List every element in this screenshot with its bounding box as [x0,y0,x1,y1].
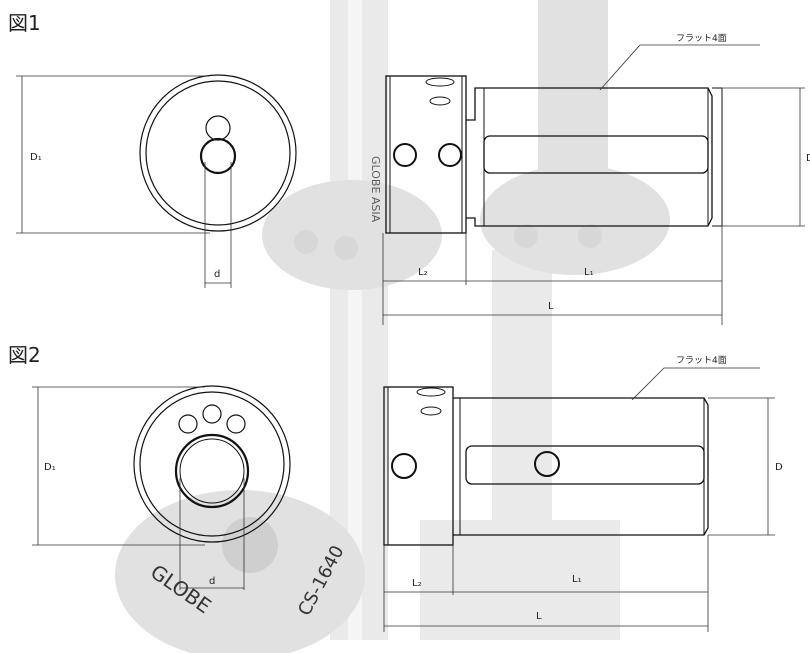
figure2-d1-label: D₁ [44,462,56,473]
photo-sleeve-left-highlight [348,0,362,640]
figure1-d-right-dimension: D [722,87,810,227]
figure2-l2-label: L₂ [412,578,422,589]
figure1-end-view [139,74,297,288]
figure2-l-label: L [536,611,542,622]
photo-hole-a [294,230,318,254]
photo-collar-left [262,180,442,290]
figure2-side-view [383,386,709,546]
photo-hole-c [514,224,538,248]
figure1-l-label: L [548,301,554,312]
photo-engraving-sleeve: GLOBE ASIA [369,156,382,223]
figure2-d-right-dimension: D [708,397,783,536]
figure1-side-view [385,75,723,234]
figure2-end-view [133,385,291,590]
photo-round-body [115,490,365,653]
photo-body-right [420,520,620,640]
figure2-d-right-label: D [775,462,783,473]
figure1-d-right-label: D [806,153,810,164]
figure1-title: 図1 [8,11,41,35]
figure2-d1-dimension: D₁ [32,386,205,546]
figure1-d1-dimension: D₁ [16,75,210,234]
figure1-flat-callout: フラット4面 [599,33,760,91]
photo-hole-b [334,236,358,260]
figure2-l1-label: L₁ [572,574,582,585]
figure1-d-dimension: d [205,269,231,284]
background-photo [115,0,670,653]
figure2-length-dimensions: L₂ L₁ L [383,535,709,632]
photo-hole-d [578,224,602,248]
photo-collar-right [480,165,670,275]
figure2-d-label: d [209,576,215,587]
figure2-d-dimension: d [180,576,244,589]
photo-round-hole [222,517,278,573]
figure2-flat-callout: フラット4面 [631,355,760,401]
figure1-length-dimensions: L₂ L₁ L [382,226,723,325]
figure2-flat-label: フラット4面 [676,355,727,366]
figure1-flat-label: フラット4面 [676,33,727,44]
figure1-l1-label: L₁ [584,267,594,278]
figure1-d-label: d [214,269,220,280]
figure1-l2-label: L₂ [418,267,428,278]
figure1-d1-label: D₁ [30,152,42,163]
figure2-title: 図2 [8,343,41,367]
